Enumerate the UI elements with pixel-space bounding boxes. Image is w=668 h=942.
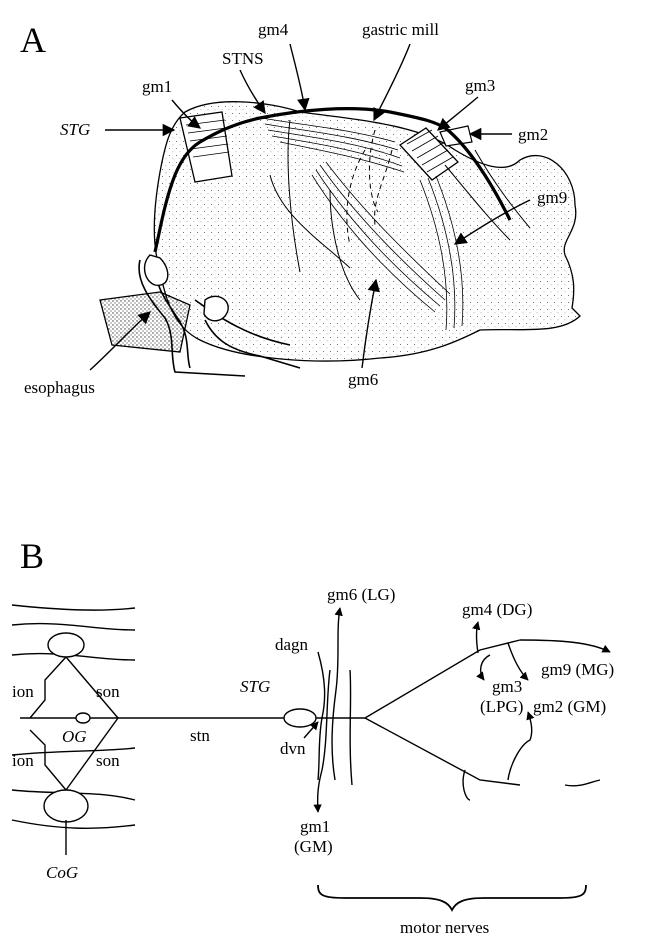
gm2-lower-branch — [508, 712, 532, 780]
arrow-gm4 — [290, 44, 305, 110]
branch-lower — [365, 718, 520, 785]
label-gm2: gm2 — [518, 125, 548, 144]
gm4-branch — [477, 622, 479, 653]
label-ion-bottom: ion — [12, 751, 34, 770]
label-dvn: dvn — [280, 739, 306, 758]
gm3-branch — [481, 655, 490, 680]
label-gm6: gm6 — [348, 370, 378, 389]
label-gm3-b: (LPG) — [480, 697, 523, 716]
label-gastric-mill: gastric mill — [362, 20, 439, 39]
label-stg-a: STG — [60, 120, 90, 139]
label-gm3-a: gm3 — [492, 677, 522, 696]
arrow-gastric-mill — [374, 44, 410, 120]
label-dagn: dagn — [275, 635, 309, 654]
panel-b-letter: B — [20, 536, 44, 576]
label-gm9: gm9 (MG) — [541, 660, 614, 679]
connective-ion-bottom — [30, 730, 66, 790]
panel-b: B — [12, 536, 614, 937]
label-son-top: son — [96, 682, 120, 701]
cog-bottom — [44, 790, 88, 822]
label-gm1: gm1 — [142, 77, 172, 96]
connective-ion-top — [30, 657, 66, 718]
gm9-branch — [520, 640, 610, 652]
label-og: OG — [62, 727, 87, 746]
panel-a: A gm4 gastric mill — [20, 20, 580, 397]
label-gm2: gm2 (GM) — [533, 697, 606, 716]
panel-a-letter: A — [20, 20, 46, 60]
label-gm1-b: (GM) — [294, 837, 333, 856]
label-stg-b: STG — [240, 677, 270, 696]
gm6-nerve — [332, 608, 340, 780]
label-gm4: gm4 — [258, 20, 289, 39]
label-ion-top: ion — [12, 682, 34, 701]
label-esophagus: esophagus — [24, 378, 95, 397]
label-stns: STNS — [222, 49, 264, 68]
motor-nerves-brace — [318, 885, 586, 910]
label-gm3: gm3 — [465, 76, 495, 95]
gm2-branch — [508, 643, 528, 680]
og-ganglion — [76, 713, 90, 723]
label-gm4: gm4 (DG) — [462, 600, 532, 619]
lower-stub — [463, 770, 600, 800]
label-motor-nerves: motor nerves — [400, 918, 489, 937]
label-stn: stn — [190, 726, 210, 745]
label-gm1-a: gm1 — [300, 817, 330, 836]
arrow-gm3 — [438, 97, 478, 130]
stg-ganglion — [284, 709, 316, 727]
label-cog: CoG — [46, 863, 78, 882]
esophagus-block — [100, 292, 190, 352]
motor-vertical — [350, 670, 352, 785]
label-gm9: gm9 — [537, 188, 567, 207]
cog-top — [48, 633, 84, 657]
label-gm6: gm6 (LG) — [327, 585, 395, 604]
label-son-bottom: son — [96, 751, 120, 770]
